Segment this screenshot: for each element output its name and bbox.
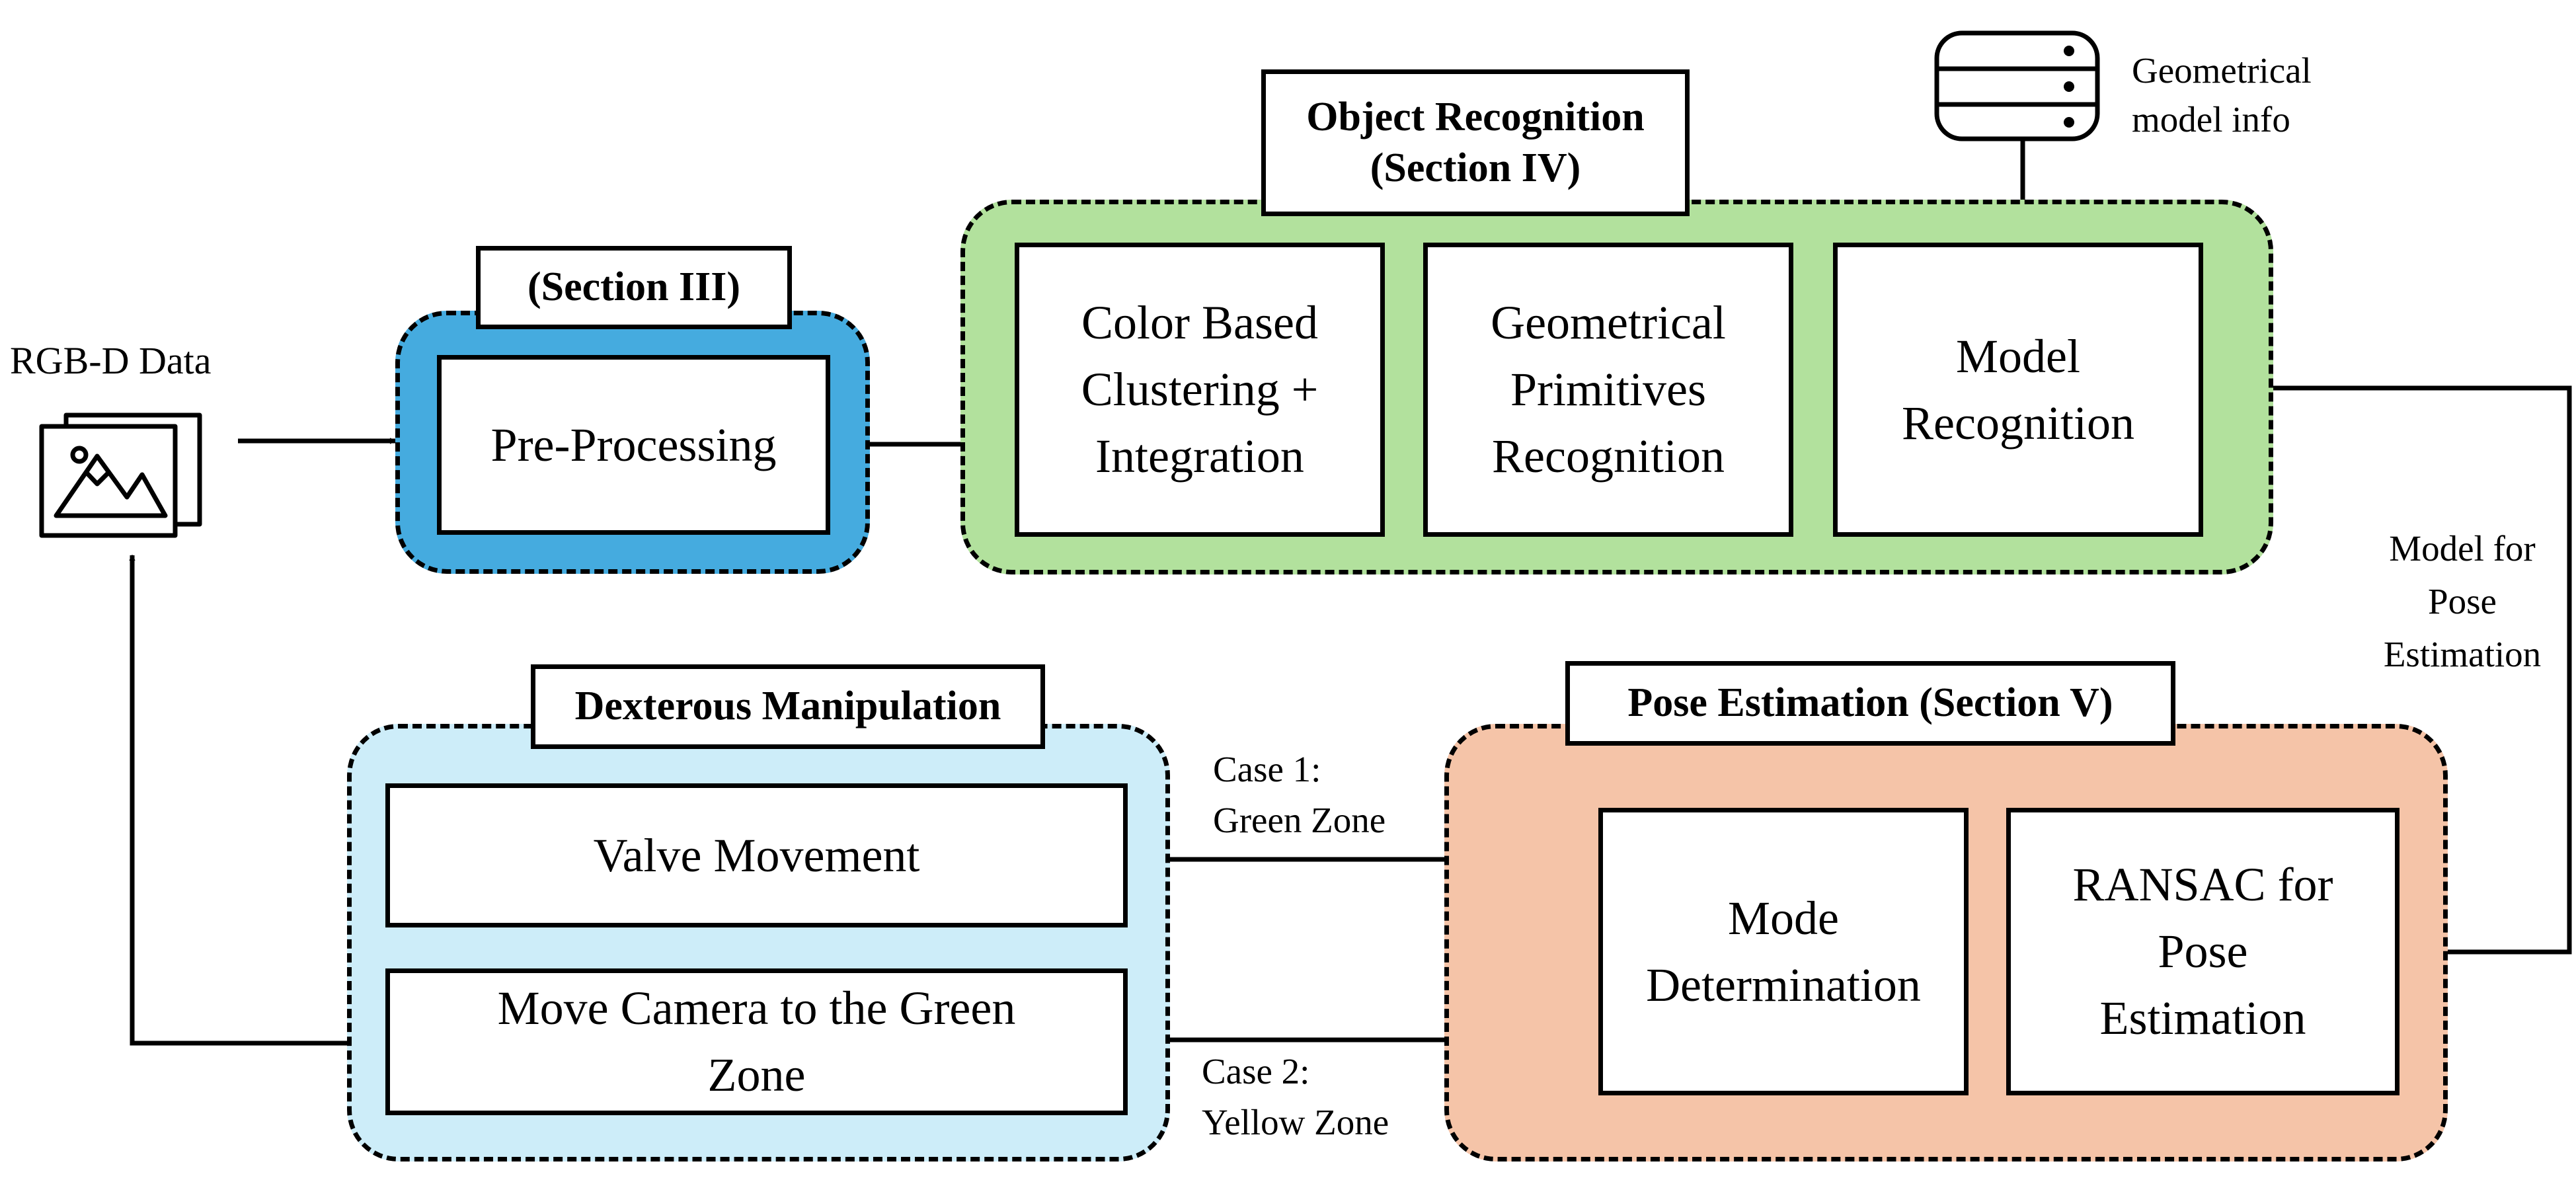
move-camera-box: Move Camera to the Green Zone: [385, 968, 1128, 1115]
model-recognition-box: Model Recognition: [1833, 243, 2203, 537]
object-recognition-title: Object Recognition (Section IV): [1261, 69, 1690, 216]
database-label: Geometrical model info: [2132, 50, 2312, 140]
database-icon: [1934, 30, 2100, 141]
ransac-box: RANSAC for Pose Estimation: [2006, 808, 2400, 1095]
mode-determination-box: Mode Determination: [1598, 808, 1969, 1095]
valve-movement-box: Valve Movement: [385, 783, 1128, 927]
input-label: RGB-D Data: [10, 339, 212, 382]
primitives-box: Geometrical Primitives Recognition: [1423, 243, 1793, 537]
arrow-camera-to-input: [132, 555, 385, 1046]
preprocessing-title: (Section III): [476, 246, 792, 329]
case2-label: Case 2: Yellow Zone: [1202, 1051, 1389, 1142]
connector-mode-branch-lower: [1127, 945, 1498, 1040]
clustering-box: Color Based Clustering + Integration: [1015, 243, 1385, 537]
dexterous-manipulation-title: Dexterous Manipulation: [531, 664, 1045, 749]
image-stack-icon: [39, 413, 202, 538]
arrow-model-to-ransac: [2203, 385, 2572, 952]
model-for-pose-label: Model for Pose Estimation: [2383, 528, 2542, 674]
pose-estimation-title: Pose Estimation (Section V): [1565, 661, 2175, 746]
preprocessing-box: Pre-Processing: [437, 355, 830, 535]
case1-label: Case 1: Green Zone: [1213, 749, 1386, 840]
